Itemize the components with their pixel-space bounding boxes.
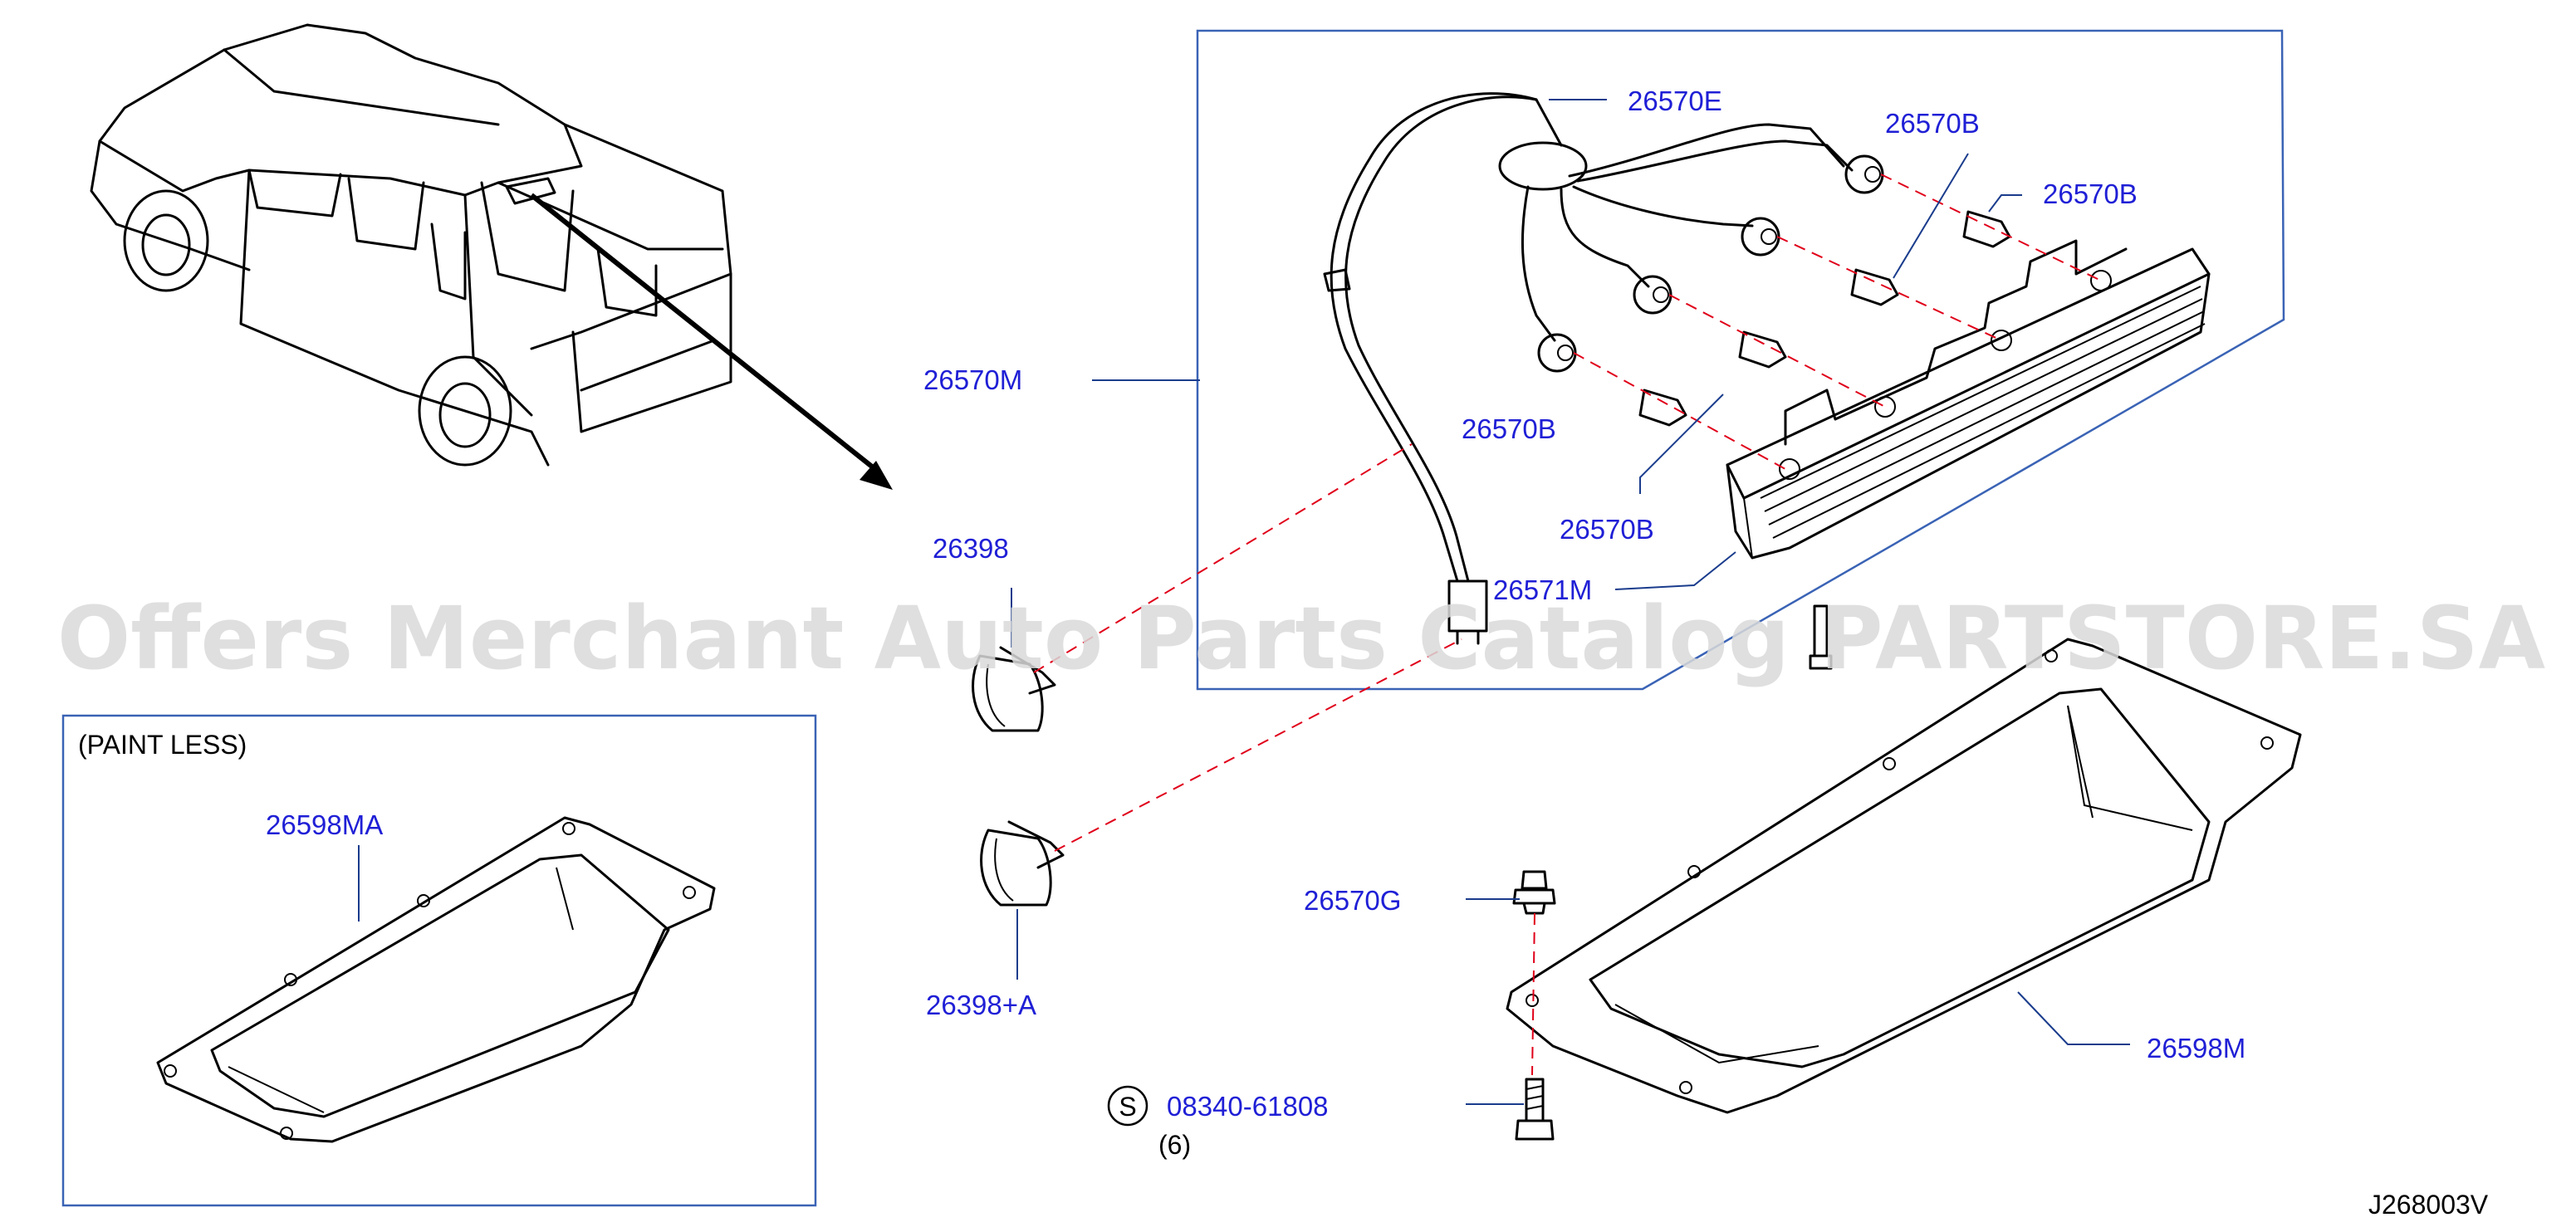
label-26598M[interactable]: 26598M xyxy=(2147,1033,2245,1063)
label-26570B-top[interactable]: 26570B xyxy=(1885,108,1980,139)
service-symbol-circle xyxy=(1107,1085,1148,1127)
high-mount-stop-lamp-housing xyxy=(1726,239,2211,560)
clip-26398 xyxy=(972,646,1056,732)
cover-26598M xyxy=(1506,638,2302,1114)
label-26571M[interactable]: 26571M xyxy=(1493,574,1592,605)
label-26598MA[interactable]: 26598MA xyxy=(266,809,383,840)
label-26398A[interactable]: 26398+A xyxy=(926,990,1036,1020)
wire-harness-26571M xyxy=(1323,92,1884,645)
inset-paint-less-box xyxy=(61,714,817,1207)
label-26570E[interactable]: 26570E xyxy=(1628,86,1722,116)
pickup-truck-illustration xyxy=(90,23,893,490)
bolt-08340-61808 xyxy=(1515,1078,1555,1141)
upper-screw xyxy=(1809,604,1833,670)
cover-26598MA xyxy=(156,816,716,1143)
diagram-id: J268003V xyxy=(2368,1190,2489,1220)
leader-lines xyxy=(1011,99,2130,1105)
label-26398[interactable]: 26398 xyxy=(933,533,1009,564)
grommet-26570G xyxy=(1512,870,1556,915)
assembly-26570M-box xyxy=(1196,29,2285,691)
label-26570G[interactable]: 26570G xyxy=(1304,885,1401,916)
label-26570B-right[interactable]: 26570B xyxy=(2043,178,2138,209)
label-26570B-bottom[interactable]: 26570B xyxy=(1560,514,1654,545)
assembly-lines xyxy=(1033,174,2102,1076)
service-symbol-letter: S xyxy=(1119,1092,1136,1122)
label-26570M[interactable]: 26570M xyxy=(923,364,1022,395)
inset-title: (PAINT LESS) xyxy=(78,730,247,760)
bulbs-26570B xyxy=(1638,210,2011,427)
label-26570B-left[interactable]: 26570B xyxy=(1462,413,1556,444)
watermark: Offers Merchant Auto Parts Catalog PARTS… xyxy=(57,588,2545,689)
label-08340-61808[interactable]: 08340-61808 xyxy=(1167,1091,1329,1122)
clip-26398A xyxy=(980,820,1065,907)
bolt-quantity: (6) xyxy=(1158,1130,1191,1160)
